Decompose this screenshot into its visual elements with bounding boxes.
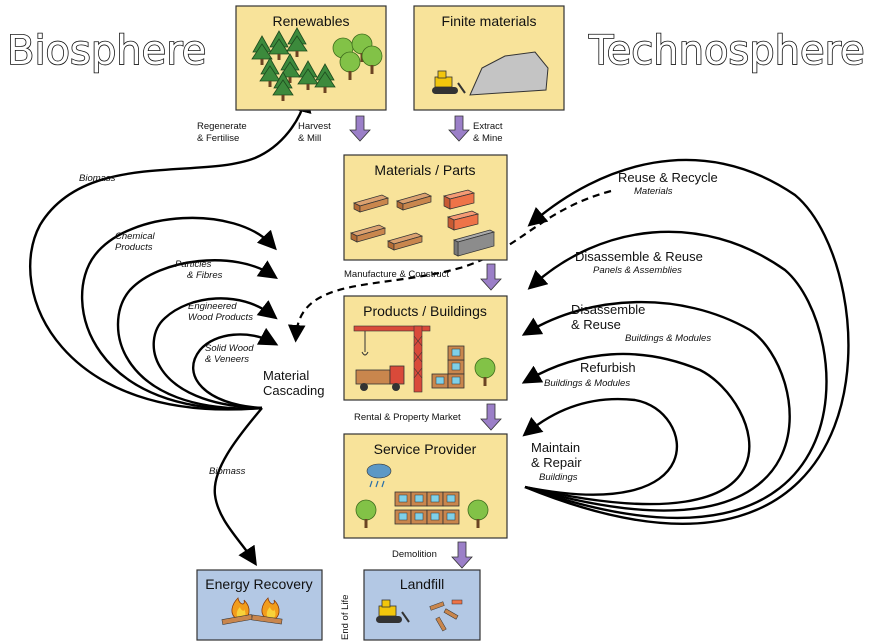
energy-recovery-title: Energy Recovery: [205, 576, 312, 592]
cascade-arcs: [28, 93, 312, 567]
chemical-products-arc: [81, 216, 277, 411]
refurbish-label: Refurbish: [580, 360, 636, 375]
manufacture-arrow: [480, 263, 502, 291]
rain-cloud-icon: [366, 463, 392, 488]
reuse-recycle-loop: [524, 158, 850, 525]
disassemble-panels-loop: [524, 230, 828, 520]
landfill-box: Landfill: [363, 569, 481, 641]
disassemble-buildings-label: Disassemble& Reuse: [571, 302, 645, 332]
demolition-label: Demolition: [392, 549, 437, 560]
extract-label: Extract& Mine: [473, 121, 503, 144]
technosphere-title: Technosphere: [588, 28, 865, 74]
service-provider-box: Service Provider: [343, 433, 508, 539]
materials-parts-box: Materials / Parts: [343, 154, 508, 261]
technosphere-loops: [287, 158, 850, 525]
biomass-top-label: Biomass: [79, 173, 116, 184]
debris-icon: [429, 599, 463, 632]
extract-arrow: [448, 115, 470, 142]
harvest-arrow: [349, 115, 371, 142]
biomass-energy-arc: [213, 407, 263, 567]
regenerate-label: Regenerate& Fertilise: [197, 121, 247, 144]
energy-recovery-box: Energy Recovery: [196, 569, 323, 641]
disassemble-buildings-sub: Buildings & Modules: [625, 333, 711, 344]
refurbish-sub: Buildings & Modules: [544, 378, 630, 389]
reuse-recycle-label: Reuse & Recycle: [618, 170, 718, 185]
landfill-title: Landfill: [400, 576, 444, 592]
rental-arrow: [480, 403, 502, 431]
maintain-repair-label: Maintain& Repair: [531, 440, 582, 470]
truck-icon: [355, 365, 405, 391]
reuse-recycle-sub: Materials: [634, 186, 673, 197]
finite-materials-title: Finite materials: [442, 13, 537, 29]
renewables-box: Renewables: [235, 5, 387, 111]
biomass-bottom-label: Biomass: [209, 466, 246, 477]
particles-fibres-label: Particles& Fibres: [175, 259, 223, 281]
materials-to-cascade-dashed: [287, 189, 612, 343]
renewables-title: Renewables: [272, 13, 349, 29]
flow-arrows: [349, 115, 502, 569]
crane-icon: [353, 325, 431, 393]
steel-beam-icon: [453, 229, 495, 257]
fire-icon: [221, 597, 283, 625]
maintain-repair-loop: [522, 397, 679, 496]
service-provider-title: Service Provider: [374, 441, 477, 457]
refurbish-loop: [521, 352, 751, 506]
manufacture-label: Manufacture & Construct: [344, 269, 449, 280]
engineered-wood-arc: [152, 297, 278, 410]
biomass-regenerate-arc: [28, 93, 312, 411]
disassemble-panels-label: Disassemble & Reuse: [575, 249, 703, 264]
disassemble-buildings-loop: [521, 300, 791, 512]
rock-icon: [469, 51, 549, 96]
materials-parts-title: Materials / Parts: [374, 162, 475, 178]
harvest-label: Harvest& Mill: [298, 121, 331, 144]
rental-label: Rental & Property Market: [354, 412, 461, 423]
demolition-arrow: [451, 541, 473, 569]
finite-materials-box: Finite materials: [413, 5, 565, 111]
products-buildings-box: Products / Buildings: [343, 295, 508, 401]
solid-wood-arc: [192, 327, 279, 410]
end-of-life-label: End of Life: [340, 595, 351, 640]
biosphere-title: Biosphere: [7, 28, 206, 74]
disassemble-panels-sub: Panels & Assemblies: [593, 265, 682, 276]
maintain-repair-sub: Buildings: [539, 472, 578, 483]
products-buildings-title: Products / Buildings: [363, 303, 487, 319]
solid-wood-label: Solid Wood& Veneers: [205, 343, 254, 365]
particles-fibres-arc: [116, 259, 278, 410]
